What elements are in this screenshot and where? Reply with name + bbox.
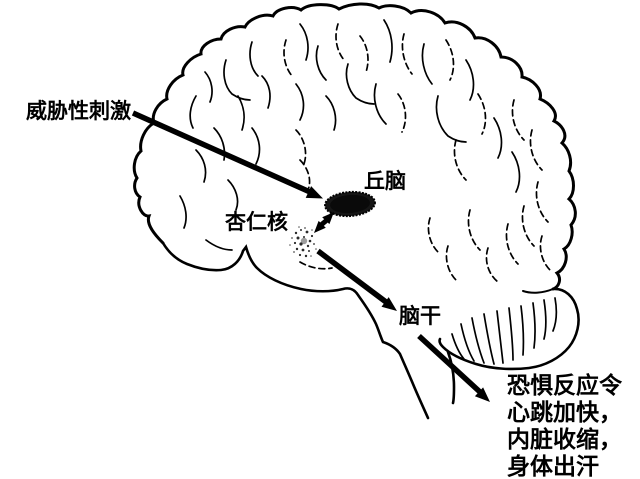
sulci-solid (179, 19, 521, 251)
sulci-dashed (283, 23, 551, 283)
cerebellum-outline (438, 287, 580, 371)
fear-response-line-3: 内脏收缩， (507, 426, 622, 452)
label-fear-response: 恐惧反应令 心跳加快， 内脏收缩， 身体出汗 (507, 372, 622, 479)
temporal-and-brainstem-left-outline (161, 241, 430, 420)
fear-response-line-4: 身体出汗 (507, 453, 599, 479)
brainstem-right-outline (446, 350, 456, 405)
fear-response-line-1: 恐惧反应令 (507, 372, 622, 398)
thalamus-shape (324, 190, 376, 218)
fear-response-line-2: 心跳加快， (507, 399, 622, 425)
label-amygdala: 杏仁核 (225, 211, 288, 234)
arrow-threat-to-thalamus (131, 110, 323, 199)
label-brainstem: 脑干 (399, 305, 441, 328)
label-thalamus: 丘脑 (364, 170, 406, 193)
cerebellum-striations (451, 297, 558, 365)
arrow-amygdala-to-brainstem (316, 248, 397, 311)
arrow-thalamus-amygdala-bidirectional (314, 212, 334, 233)
cerebellum-top-boundary (522, 288, 554, 294)
amygdala-stipple (289, 226, 317, 258)
label-threat-stimulus: 威胁性刺激 (26, 100, 131, 123)
arrow-brainstem-to-body (417, 333, 490, 402)
cerebrum-outline (132, 2, 577, 291)
